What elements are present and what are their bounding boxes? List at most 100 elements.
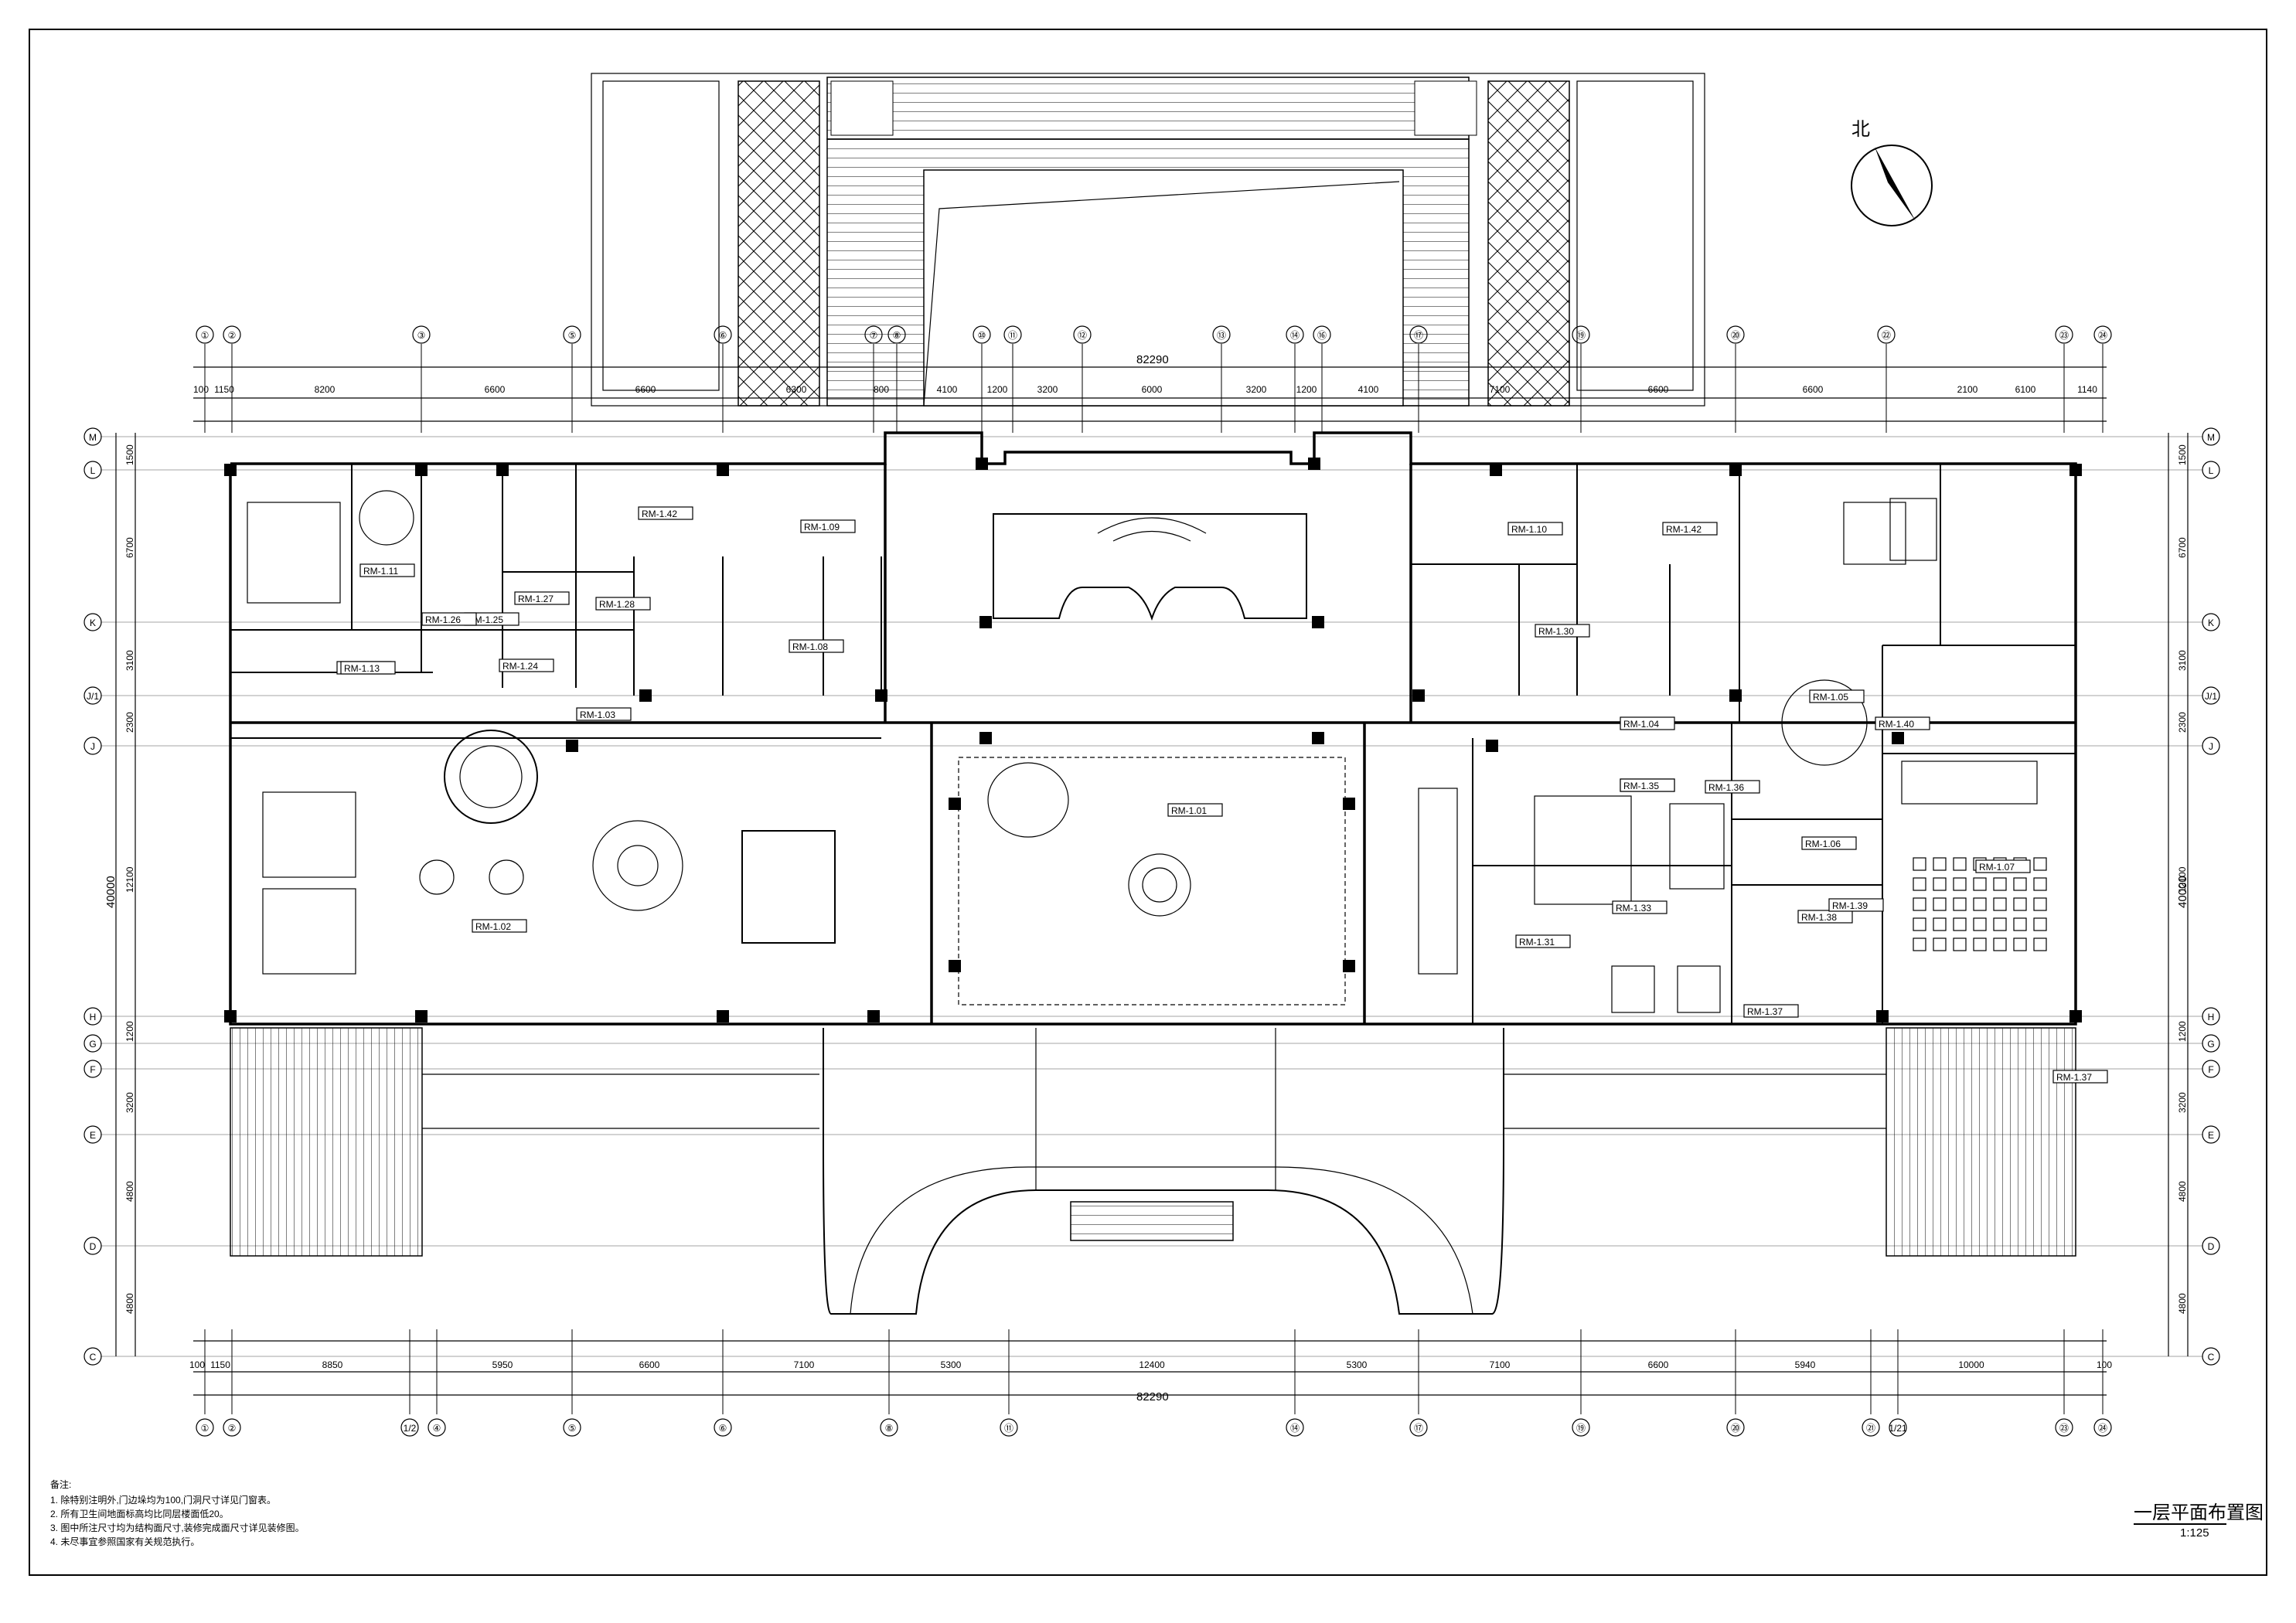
axis-bubble-top bbox=[864, 325, 883, 344]
classroom-seat bbox=[1993, 917, 2007, 931]
side-dimension-right: 4800 bbox=[2177, 1181, 2188, 1202]
column bbox=[224, 1010, 237, 1022]
axis-bubble-bottom bbox=[1726, 1418, 1745, 1437]
classroom-seat bbox=[1953, 857, 1967, 871]
bottom-dimension: 100 bbox=[2097, 1359, 2112, 1370]
side-dimension-left: 4800 bbox=[124, 1293, 135, 1314]
axis-label-bottom: ① bbox=[201, 1423, 210, 1434]
column bbox=[1412, 689, 1425, 702]
axis-bubble-bottom bbox=[1000, 1418, 1018, 1437]
axis-bubble-right bbox=[2202, 1060, 2220, 1078]
room-tag-box bbox=[1975, 859, 2031, 873]
side-dimension-left: 3100 bbox=[124, 650, 135, 671]
room-tag: RM-1.37 bbox=[2056, 1072, 2092, 1083]
column bbox=[1312, 732, 1324, 744]
room-tag: RM-1.02 bbox=[475, 921, 511, 932]
side-dimension-left: 12100 bbox=[124, 866, 135, 893]
axis-label-bottom: ⑳ bbox=[1731, 1423, 1740, 1434]
planter-left bbox=[738, 80, 820, 407]
top-dimension: 100 bbox=[193, 384, 209, 395]
bottom-dimension: 6600 bbox=[639, 1359, 660, 1370]
room-tag-box bbox=[2052, 1070, 2108, 1084]
column bbox=[717, 464, 729, 476]
room-tag: RM-1.26 bbox=[425, 614, 461, 625]
room-tag: RM-1.40 bbox=[1879, 719, 1914, 730]
room-tag-box bbox=[1797, 910, 1853, 924]
room-tag: RM-1.06 bbox=[1805, 839, 1841, 849]
axis-bubble-left bbox=[83, 737, 102, 755]
axis-bubble-right bbox=[2202, 461, 2220, 479]
column bbox=[415, 1010, 428, 1022]
side-dimension-right: 12100 bbox=[2177, 866, 2188, 893]
axis-label-top: ⑤ bbox=[568, 330, 577, 341]
building-outline bbox=[229, 431, 2077, 1026]
axis-label-top: ⑳ bbox=[1731, 330, 1740, 341]
classroom-seat bbox=[2033, 917, 2047, 931]
side-dimension-right: 3200 bbox=[2177, 1092, 2188, 1113]
axis-bubble-top bbox=[887, 325, 906, 344]
axis-bubble-top bbox=[1212, 325, 1231, 344]
room-tag-box bbox=[595, 597, 651, 611]
axis-bubble-bottom bbox=[1862, 1418, 1880, 1437]
axis-label-top: ㉔ bbox=[2098, 330, 2107, 341]
column bbox=[717, 1010, 729, 1022]
axis-bubble-top bbox=[2055, 325, 2073, 344]
office-furniture bbox=[1418, 498, 2047, 1013]
note-line-3: 3. 图中所注尺寸均为结构面尺寸,装修完成面尺寸详见装修图。 bbox=[50, 1522, 305, 1533]
axis-label-top: ⑬ bbox=[1217, 330, 1226, 341]
axis-bubble-top bbox=[1003, 325, 1022, 344]
axis-bubble-top bbox=[223, 325, 241, 344]
axis-bubble-bottom bbox=[1889, 1418, 1907, 1437]
room-tag: RM-1.42 bbox=[1666, 524, 1702, 535]
column bbox=[639, 689, 652, 702]
right-total-dimension: 40000 bbox=[2176, 876, 2189, 908]
structural-columns bbox=[224, 458, 2082, 1022]
top-dimension: 800 bbox=[874, 384, 889, 395]
top-dimension: 6600 bbox=[1803, 384, 1824, 395]
column bbox=[949, 798, 961, 810]
axis-label-left: L bbox=[90, 465, 96, 476]
room-tag-box bbox=[1809, 689, 1865, 703]
hatched-wing-right bbox=[1886, 1027, 2076, 1257]
bottom-dimension: 5300 bbox=[1347, 1359, 1368, 1370]
room-tag: RM-1.33 bbox=[1616, 903, 1651, 914]
classroom-seat bbox=[2033, 857, 2047, 871]
room-tag-box bbox=[1743, 1004, 1799, 1018]
column bbox=[976, 458, 988, 470]
room-tag-box bbox=[340, 661, 396, 675]
classroom-seat bbox=[1933, 857, 1947, 871]
room-tag-box bbox=[789, 639, 844, 653]
room-tag-box bbox=[576, 707, 632, 721]
axis-bubble-top bbox=[1073, 325, 1092, 344]
left-total-dimension: 40000 bbox=[104, 876, 118, 908]
note-line-1: 1. 除特别注明外,门边垛均为100,门洞尺寸详见门窗表。 bbox=[50, 1494, 276, 1506]
bottom-dimension: 7100 bbox=[1490, 1359, 1511, 1370]
axis-bubble-top bbox=[714, 325, 732, 344]
column bbox=[1343, 960, 1355, 972]
axis-label-top: ⑦ bbox=[870, 330, 878, 341]
column bbox=[224, 464, 237, 476]
axis-bubble-bottom bbox=[714, 1418, 732, 1437]
axis-bubble-top bbox=[2093, 325, 2112, 344]
south-approach bbox=[422, 1028, 1886, 1315]
axis-bubble-bottom bbox=[1572, 1418, 1590, 1437]
top-dimension: 1200 bbox=[987, 384, 1008, 395]
axis-label-right: L bbox=[2209, 465, 2214, 476]
axis-bubble-top bbox=[412, 325, 431, 344]
axis-bubble-right bbox=[2202, 1125, 2220, 1144]
column bbox=[1729, 689, 1742, 702]
axis-label-top: ⑫ bbox=[1078, 330, 1087, 341]
classroom-seat bbox=[1933, 917, 1947, 931]
classroom-seat bbox=[2033, 897, 2047, 911]
column bbox=[867, 1010, 880, 1022]
axis-label-top: ⑧ bbox=[893, 330, 901, 341]
room-tag: RM-1.10 bbox=[1511, 524, 1547, 535]
classroom-seat bbox=[2033, 937, 2047, 951]
axis-label-bottom: ② bbox=[228, 1423, 237, 1434]
axis-label-left: J/1 bbox=[87, 691, 99, 702]
axis-bubble-bottom bbox=[223, 1418, 241, 1437]
axis-bubble-left bbox=[83, 686, 102, 705]
classroom-seat bbox=[1973, 937, 1987, 951]
